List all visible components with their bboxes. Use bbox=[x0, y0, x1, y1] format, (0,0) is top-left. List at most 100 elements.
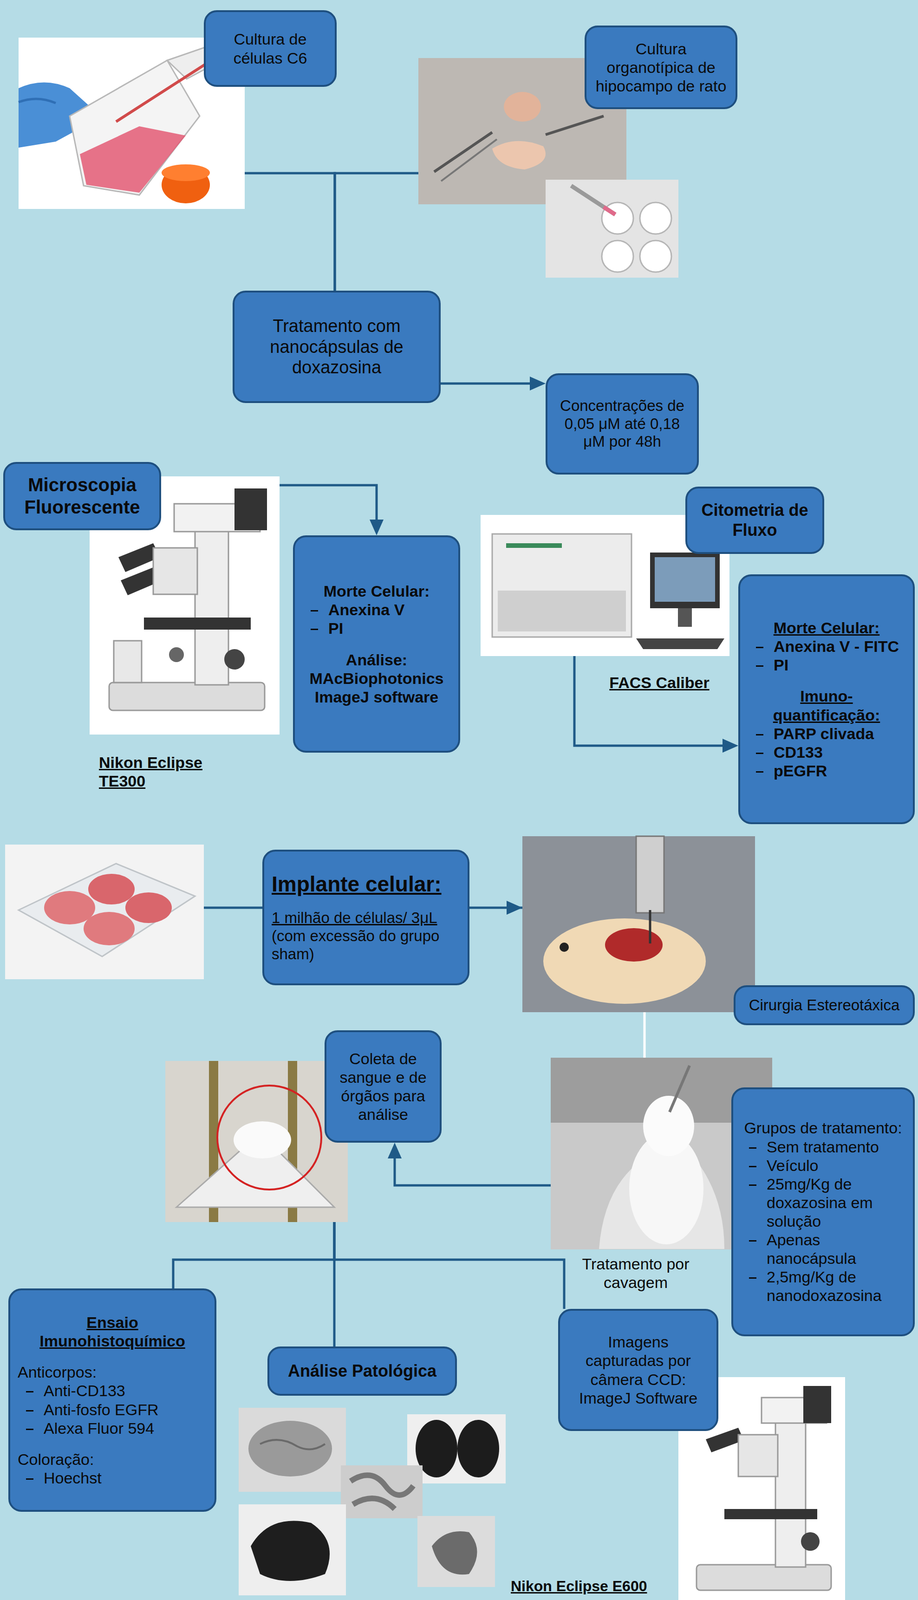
list-item: Alexa Fluor 594 bbox=[26, 1419, 208, 1438]
gavage-photo bbox=[643, 1095, 695, 1157]
bullet-dash bbox=[755, 646, 764, 649]
list-item-text: 2,5mg/Kg de nanodoxazosina bbox=[766, 1267, 906, 1305]
culture-plate-photo bbox=[88, 873, 135, 905]
list-item: PARP clivada bbox=[755, 724, 906, 743]
well-plate-photo bbox=[545, 179, 679, 278]
box-text: (com excessão do grupo sham) bbox=[271, 927, 461, 964]
microscope-photo bbox=[169, 647, 184, 663]
cytometer-photo bbox=[506, 543, 562, 548]
list-item-text: Alexa Fluor 594 bbox=[43, 1419, 155, 1438]
connector bbox=[440, 376, 546, 391]
instrument-caption: Nikon Eclipse E600 bbox=[510, 1577, 678, 1596]
box-content: Cirurgia Estereotáxica bbox=[739, 996, 910, 1015]
collection-photo bbox=[217, 1085, 322, 1190]
list-item: 25mg/Kg de doxazosina em solução bbox=[748, 1174, 906, 1231]
groups-box: Grupos de tratamento:Sem tratamentoVeícu… bbox=[731, 1087, 915, 1337]
list-item: Anti-CD133 bbox=[26, 1381, 208, 1400]
cytometer-photo bbox=[497, 590, 626, 632]
surgery-photo bbox=[543, 918, 706, 1004]
list-item-text: Sem tratamento bbox=[766, 1137, 879, 1157]
box-text: Imuno-quantificação: bbox=[747, 686, 906, 724]
box-text: Cultura organotípica de hipocampo de rat… bbox=[593, 39, 729, 96]
well-plate-photo bbox=[601, 240, 634, 273]
culture-box: Cultura de células C6 bbox=[203, 10, 337, 87]
assay-box: Morte Celular:Anexina V - FITCPIImuno-qu… bbox=[738, 574, 915, 825]
microscope-photo bbox=[696, 1564, 832, 1591]
box-text: Microscopia Fluorescente bbox=[12, 474, 152, 518]
pathology-photos bbox=[248, 1420, 333, 1477]
bullet-dash bbox=[748, 1240, 757, 1242]
list-item-text: PI bbox=[328, 618, 344, 638]
assay-box: Morte Celular:Anexina VPIAnálise:MAcBiop… bbox=[292, 535, 461, 753]
connector-line bbox=[440, 382, 532, 385]
bullet-dash bbox=[748, 1277, 757, 1279]
microscope-photo bbox=[195, 529, 229, 685]
concentration-box: Concentrações de 0,05 μM até 0,18 μM por… bbox=[545, 373, 699, 475]
pathology-photos bbox=[350, 1475, 414, 1510]
pathology-photos bbox=[238, 1407, 506, 1596]
connector-line bbox=[334, 1142, 565, 1309]
box-content: Análise Patológica bbox=[276, 1361, 448, 1381]
pathology-box: Análise Patológica bbox=[267, 1346, 457, 1396]
microscope-photo bbox=[724, 1509, 818, 1520]
pathology-photos bbox=[457, 1419, 500, 1478]
surgery-photo bbox=[522, 836, 756, 1013]
list-item: pEGFR bbox=[755, 761, 906, 781]
microscope-photo bbox=[153, 547, 198, 595]
well-plate-photo bbox=[571, 185, 616, 215]
culture-plate-photo bbox=[44, 891, 96, 925]
list-item-text: Anti-fosfo EGFR bbox=[43, 1400, 159, 1420]
surgery-photo bbox=[605, 928, 663, 962]
box-content: Implante celular:1 milhão de células/ 3μ… bbox=[271, 871, 461, 964]
well-plate-photo bbox=[601, 202, 634, 235]
collection-photo bbox=[233, 1121, 292, 1159]
bullet-dash bbox=[26, 1478, 34, 1480]
list-item-text: pEGFR bbox=[773, 761, 827, 781]
bullet-dash bbox=[26, 1428, 34, 1431]
microscope-photo bbox=[738, 1434, 778, 1477]
box-content: Imagens capturadas por câmera CCD: Image… bbox=[567, 1332, 710, 1407]
instrument-caption: FACS Caliber bbox=[598, 673, 720, 692]
box-text: Concentrações de 0,05 μM até 0,18 μM por… bbox=[554, 397, 690, 452]
gavage-photo bbox=[669, 1065, 690, 1113]
microscope-photo bbox=[224, 649, 245, 670]
surgery-box: Cirurgia Estereotáxica bbox=[733, 985, 915, 1026]
culture-plate-photo bbox=[5, 844, 204, 980]
list-item: Apenas nanocápsula bbox=[748, 1230, 906, 1268]
list-item: 2,5mg/Kg de nanodoxazosina bbox=[748, 1267, 906, 1305]
cytometer-photo bbox=[492, 533, 632, 638]
instrument-caption: Nikon Eclipse TE300 bbox=[98, 753, 225, 791]
list-item: Anexina V bbox=[310, 600, 451, 619]
list-item-text: Hoechst bbox=[43, 1468, 102, 1488]
treatment-box: Tratamento com nanocápsulas de doxazosin… bbox=[232, 290, 441, 404]
box-content: Morte Celular:Anexina V - FITCPIImuno-qu… bbox=[747, 618, 906, 781]
box-text: Tratamento com nanocápsulas de doxazosin… bbox=[241, 315, 432, 378]
box-content: Coleta de sangue e de órgãos para anális… bbox=[333, 1049, 433, 1124]
list-item: Hoechst bbox=[26, 1468, 208, 1488]
method-box: Microscopia Fluorescente bbox=[3, 462, 162, 531]
bullet-dash bbox=[26, 1410, 34, 1412]
culture-plate-photo bbox=[18, 863, 196, 957]
tissue-photo bbox=[441, 139, 497, 182]
cytometer-photo bbox=[677, 608, 692, 627]
pathology-photos bbox=[238, 1504, 346, 1596]
box-text: Análise: bbox=[302, 650, 451, 670]
imaging-box: Imagens capturadas por câmera CCD: Image… bbox=[558, 1308, 719, 1432]
bullet-dash bbox=[310, 610, 319, 612]
microscope-photo bbox=[113, 640, 142, 683]
box-text: Coleta de sangue e de órgãos para anális… bbox=[333, 1049, 433, 1124]
box-text: Morte Celular: bbox=[302, 581, 451, 601]
arrow-head bbox=[722, 738, 739, 753]
box-text: Citometria de Fluxo bbox=[694, 500, 815, 541]
microscope-photo bbox=[234, 488, 267, 531]
list-item: Anti-fosfo EGFR bbox=[26, 1400, 208, 1420]
list-item-text: Anti-CD133 bbox=[43, 1381, 126, 1400]
box-content: Ensaio ImunohistoquímicoAnticorpos:Anti-… bbox=[17, 1313, 208, 1488]
box-text: Cultura de células C6 bbox=[213, 29, 328, 67]
microscope-photo bbox=[803, 1386, 832, 1424]
pathology-photos bbox=[250, 1521, 330, 1582]
bullet-dash bbox=[755, 752, 764, 755]
arrow-head bbox=[529, 376, 546, 391]
culture-box: Cultura organotípica de hipocampo de rat… bbox=[584, 25, 738, 110]
